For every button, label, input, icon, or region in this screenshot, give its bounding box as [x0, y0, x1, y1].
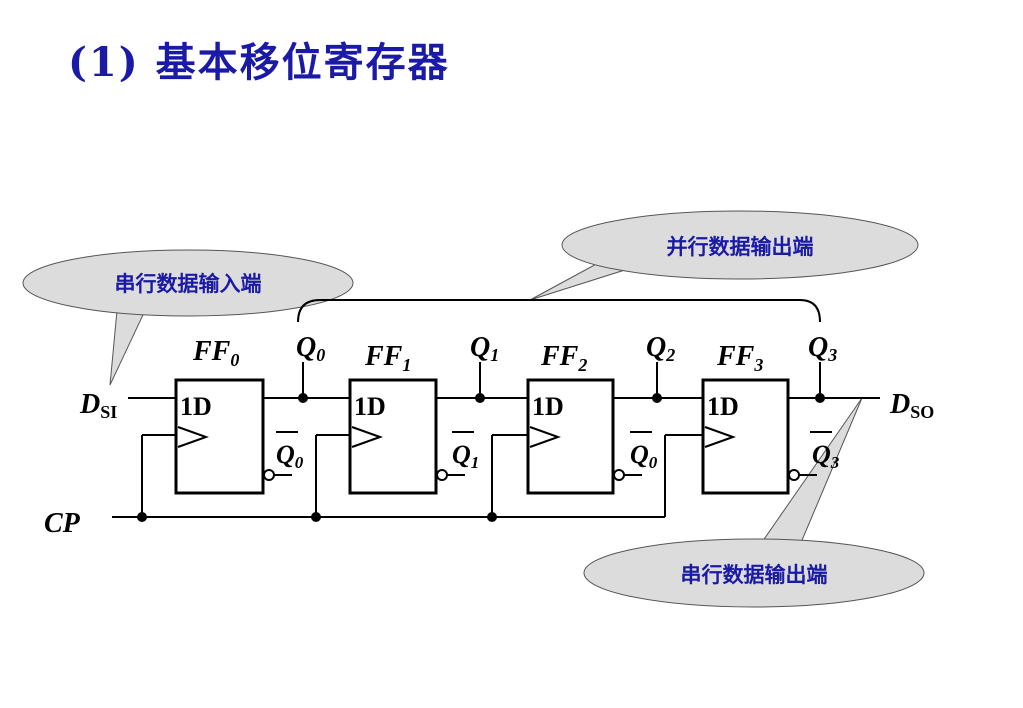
serial-output-callout: 串行数据输出端 [583, 397, 925, 608]
parallel-output-callout: 并行数据输出端 [529, 210, 919, 301]
flipflop-2 [526, 378, 642, 495]
q3-label: Q3 [808, 332, 837, 365]
serial-input-callout-text: 串行数据输入端 [115, 272, 262, 296]
parallel-output-bracket [297, 299, 821, 323]
q-taps [298, 362, 825, 403]
serial-input-callout: 串行数据输入端 [22, 249, 354, 386]
ff1-name: FF1 [364, 341, 411, 375]
q1-label: Q1 [470, 332, 499, 365]
qbar3-label: Q3 [812, 440, 840, 472]
serial-input-label: DSI [79, 389, 117, 422]
ff3-name: FF3 [716, 341, 763, 375]
qbar1-label: Q1 [452, 440, 479, 472]
flipflop-1 [348, 378, 465, 495]
flipflop-3 [701, 378, 817, 495]
q2-label: Q2 [646, 332, 675, 365]
flipflop-0 [174, 378, 292, 495]
q0-label: Q0 [296, 332, 325, 365]
parallel-output-callout-text: 并行数据输出端 [667, 235, 814, 259]
ff0-d-label: 1D [180, 392, 212, 421]
ff0-name: FF0 [192, 336, 239, 370]
serial-output-label: DSO [889, 389, 934, 422]
page-title: (1) 基本移位寄存器 [68, 39, 450, 86]
qbar2-label: Q0 [630, 440, 658, 472]
ff1-d-label: 1D [354, 392, 386, 421]
clock-wires [112, 434, 703, 522]
serial-output-callout-text: 串行数据输出端 [681, 563, 828, 587]
qbar0-label: Q0 [276, 440, 304, 472]
clock-label: CP [44, 508, 81, 539]
ff2-d-label: 1D [532, 392, 564, 421]
ff3-d-label: 1D [707, 392, 739, 421]
ff2-name: FF2 [540, 341, 587, 375]
